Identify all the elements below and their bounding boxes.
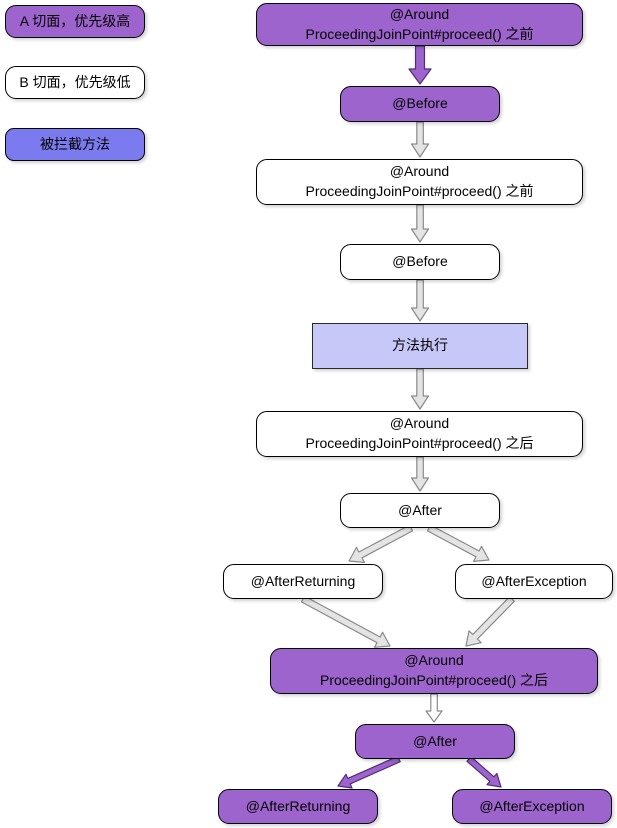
node-after-returning-b: @AfterReturning (223, 564, 383, 599)
legend-item-label: 被拦截方法 (40, 135, 110, 152)
legend-item-label: B 切面，优先级低 (19, 73, 131, 90)
node-after-exception-a: @AfterException (452, 789, 612, 824)
arrow-around-a-before-to-before-a (408, 45, 432, 85)
node-label-line: @AfterReturning (245, 797, 351, 814)
arrow-before-b-to-method-exec (410, 279, 430, 322)
legend-item-label: A 切面，优先级高 (19, 12, 131, 29)
node-label-line: 方法执行 (392, 337, 448, 354)
arrow-after-exception-b-to-around-a-after (465, 596, 515, 647)
node-label-line: @Around (404, 652, 464, 669)
arrow-before-a-to-around-b-before (410, 121, 430, 158)
node-method-exec: 方法执行 (312, 323, 528, 369)
arrow-after-b-to-after-returning-b (348, 524, 414, 564)
node-label-line: @Before (392, 253, 448, 270)
node-label-line: @Around (389, 415, 450, 432)
node-after-exception-b: @AfterException (455, 564, 613, 599)
arrow-around-b-before-to-before-b (410, 204, 430, 243)
legend-item-0: A 切面，优先级高 (5, 5, 145, 38)
arrow-method-exec-to-around-b-after (410, 368, 430, 410)
node-label-line: @Around (389, 163, 450, 180)
arrow-after-a-to-after-returning-a (337, 755, 401, 789)
legend-item-2: 被拦截方法 (5, 128, 145, 161)
node-after-a: @After (355, 724, 515, 759)
arrow-around-a-after-to-after-a (425, 693, 443, 723)
node-before-a: @Before (340, 86, 500, 122)
node-label-line: ProceedingJoinPoint#proceed() 之前 (305, 25, 534, 42)
node-label-line: ProceedingJoinPoint#proceed() 之前 (305, 183, 534, 199)
node-label-line: @AfterReturning (250, 572, 356, 589)
arrow-after-a-to-after-exception-a (466, 756, 502, 788)
node-label-line: ProceedingJoinPoint#proceed() 之后 (305, 435, 534, 451)
node-after-b: @After (340, 493, 500, 528)
node-label-line: @After (398, 501, 442, 518)
arrow-after-returning-b-to-around-a-after (300, 595, 391, 648)
node-label-line: @AfterException (479, 797, 585, 814)
arrow-after-b-to-after-exception-b (426, 524, 490, 563)
arrow-around-b-after-to-after-b (410, 456, 430, 492)
node-label-line: @After (413, 732, 457, 749)
node-before-b: @Before (340, 244, 500, 280)
node-label-line: @AfterException (481, 572, 587, 589)
node-label-line: @Around (389, 5, 450, 22)
node-label-line: @Before (392, 95, 448, 112)
node-after-returning-a: @AfterReturning (218, 789, 378, 824)
node-label-line: ProceedingJoinPoint#proceed() 之后 (319, 672, 548, 688)
legend-item-1: B 切面，优先级低 (5, 66, 145, 99)
